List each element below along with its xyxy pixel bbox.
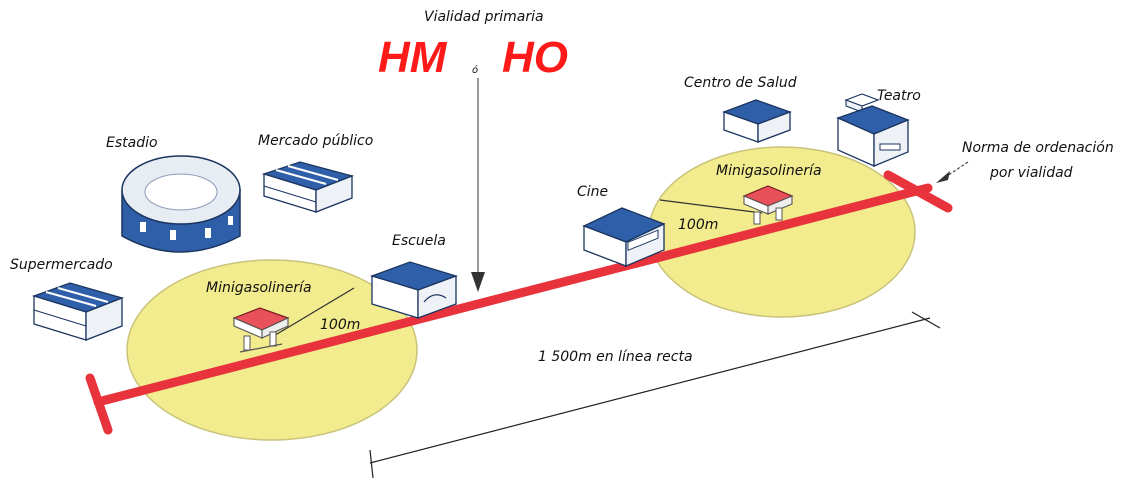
title-caption: Vialidad primaria — [424, 9, 544, 25]
label-teatro: Teatro — [877, 88, 921, 104]
radius-line-right — [659, 199, 763, 214]
label-norma-line2: por vialidad — [990, 165, 1073, 181]
school-building — [369, 261, 459, 319]
label-cine: Cine — [577, 184, 609, 200]
label-norma-line1: Norma de ordenación — [962, 140, 1114, 156]
label-mercado: Mercado público — [258, 133, 374, 149]
title-pointer-arrowhead — [471, 272, 485, 292]
norma-pointer-arrowhead — [936, 171, 950, 183]
primary-road — [93, 183, 933, 407]
title-right-code: HO — [502, 33, 568, 82]
title-left-code: HM — [378, 33, 447, 82]
theater-building — [836, 93, 910, 168]
market-building — [261, 161, 355, 213]
label-radius-left: 100m — [320, 317, 361, 333]
label-minigas-left: Minigasolinería — [206, 280, 312, 296]
distance-tick-right — [911, 311, 941, 329]
service-zone-left — [126, 259, 418, 441]
label-escuela: Escuela — [392, 233, 446, 249]
distance-line — [369, 317, 931, 464]
label-radius-right: 100m — [678, 217, 719, 233]
label-distance: 1 500m en línea recta — [538, 349, 693, 365]
distance-tick-left — [369, 449, 374, 479]
title-connector: ó — [472, 65, 479, 76]
radius-line-left — [271, 287, 355, 338]
label-minigas-right: Minigasolinería — [716, 163, 822, 179]
health-center-building — [722, 99, 792, 143]
gas-station-left — [232, 307, 290, 353]
road-end-right — [883, 170, 953, 213]
cinema-building — [582, 207, 666, 267]
label-supermercado: Supermercado — [10, 257, 113, 273]
stadium-building — [121, 155, 241, 253]
label-estadio: Estadio — [106, 135, 158, 151]
gas-station-right — [742, 185, 794, 225]
label-centro-salud: Centro de Salud — [684, 75, 797, 91]
road-end-left — [85, 373, 113, 435]
supermarket-building — [31, 282, 125, 341]
